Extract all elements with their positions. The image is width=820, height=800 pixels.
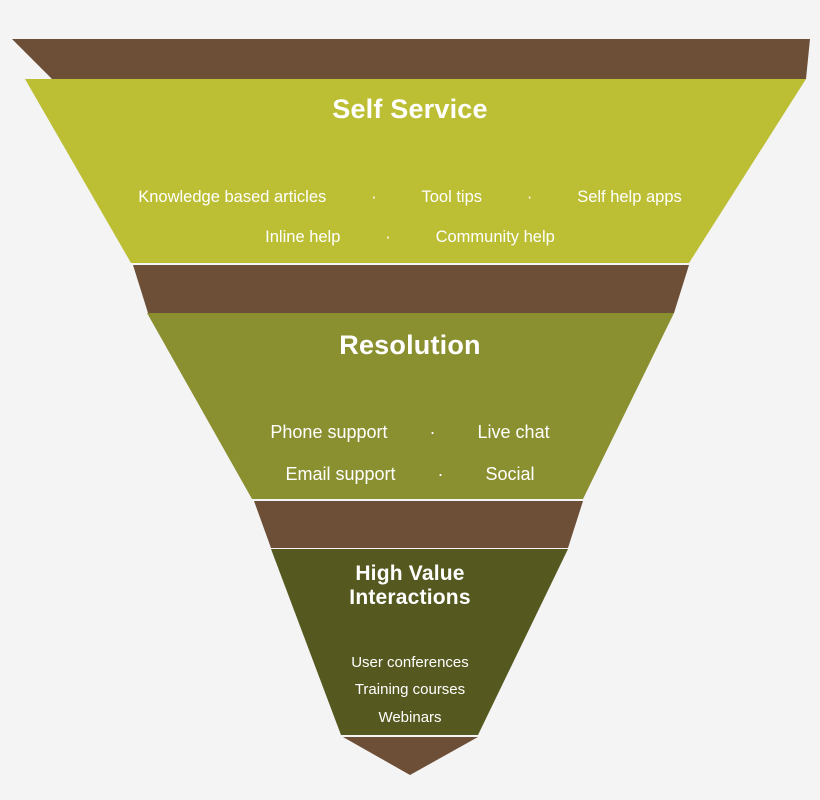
stage-3-band: [254, 501, 583, 548]
stage-1-body: [25, 79, 806, 263]
stage-3-body: [271, 549, 568, 735]
funnel-tip: [343, 737, 478, 775]
stage-2-body: [147, 313, 674, 499]
stage-2-band: [133, 265, 689, 313]
stage-1-band: [12, 39, 810, 79]
